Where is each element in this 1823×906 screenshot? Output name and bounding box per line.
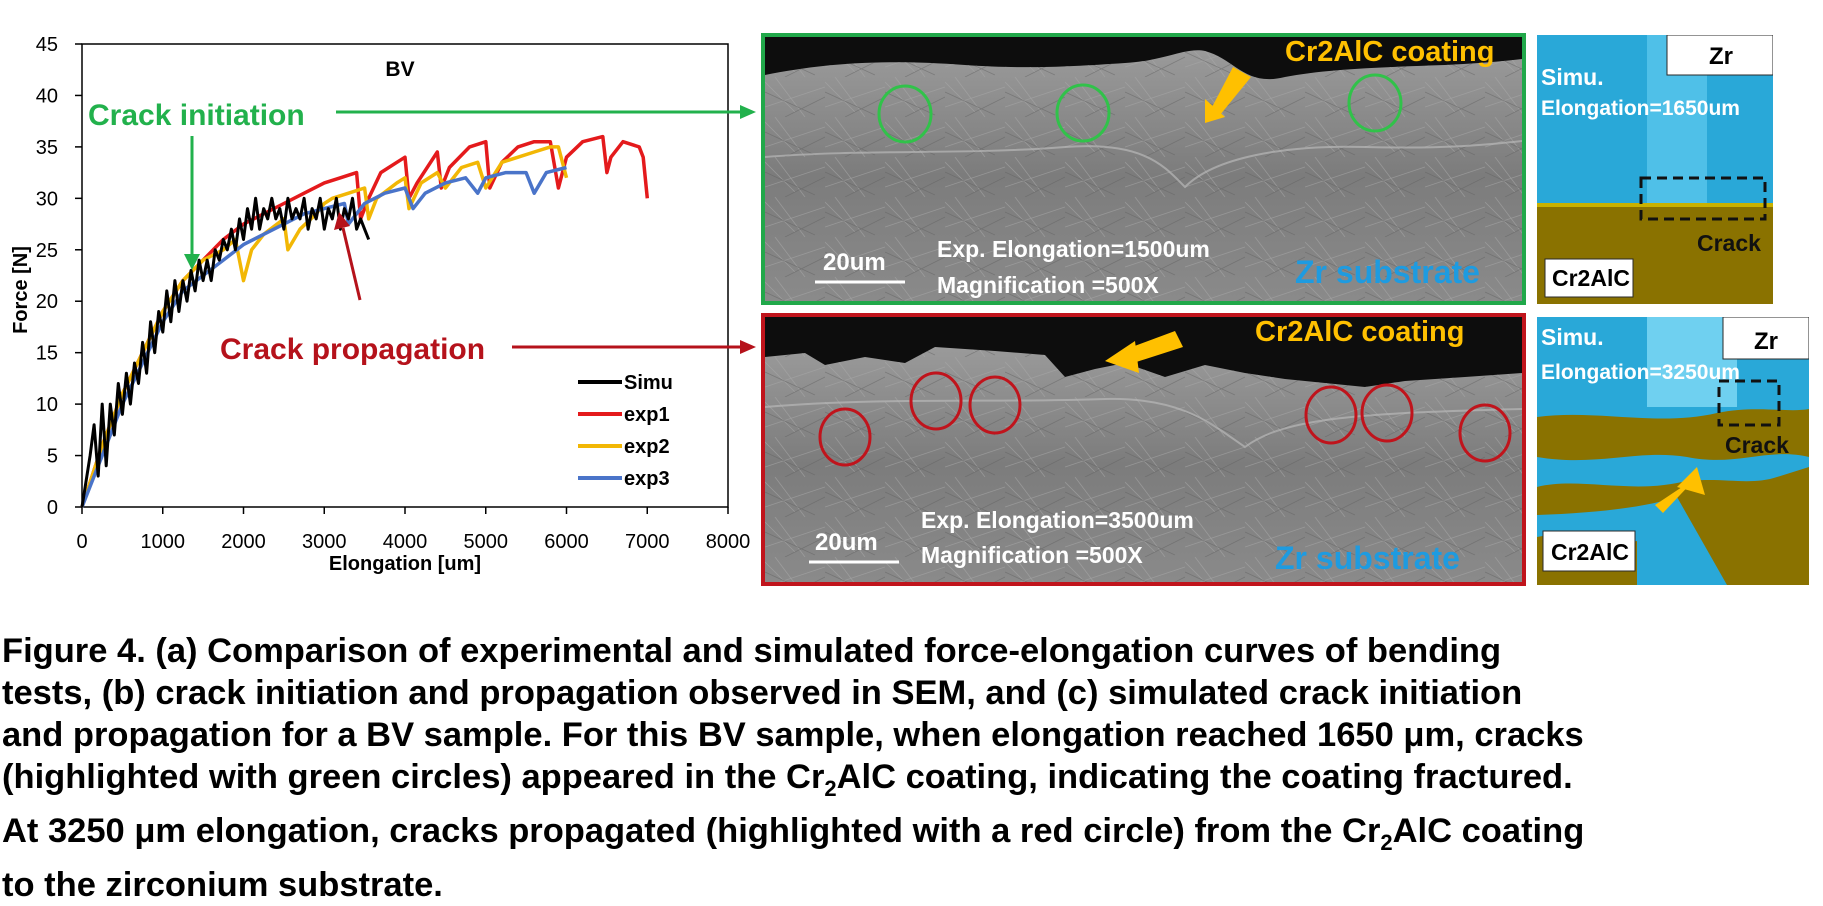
- y-tick-label: 15: [36, 343, 58, 365]
- y-tick-label: 0: [47, 497, 58, 519]
- sim-top-simu-label: Simu.: [1541, 64, 1604, 90]
- series-line-exp1: [80, 134, 650, 508]
- legend-label-exp3: exp3: [624, 468, 670, 490]
- crack-propagation-label: Crack propagation: [220, 333, 485, 366]
- sim-top-graphic: Zr Simu. Elongation=1650um Crack Cr2AlC: [1537, 35, 1773, 304]
- x-tick-label: 6000: [544, 531, 589, 553]
- crack-circle: [909, 371, 963, 431]
- sem-image-top: Cr2AlC coating 20um Exp. Elongation=1500…: [761, 33, 1526, 305]
- legend-label-exp1: exp1: [624, 404, 670, 426]
- sem-bottom-magnification-label: Magnification =500X: [921, 542, 1143, 568]
- sim-bottom-cr2alc-label: Cr2AlC: [1551, 539, 1629, 565]
- sim-bottom-graphic: Zr Simu. Elongation=3250um Crack Cr2AlC: [1537, 317, 1809, 585]
- y-axis-label: Force [N]: [10, 246, 32, 334]
- sim-top-zr-label: Zr: [1709, 43, 1733, 70]
- x-tick-label: 7000: [625, 531, 670, 553]
- figure-caption: Figure 4. (a) Comparison of experimental…: [2, 630, 1814, 906]
- sim-bottom-zr-label: Zr: [1754, 328, 1778, 355]
- crack-propagation-arrowhead: [334, 212, 350, 230]
- sem-top-graphic: Cr2AlC coating 20um Exp. Elongation=1500…: [765, 37, 1522, 301]
- caption-line: Figure 4. (a) Comparison of experimental…: [2, 632, 1502, 670]
- crack-circle: [1055, 83, 1111, 143]
- x-tick-label: 8000: [706, 531, 751, 553]
- caption-line: At 3250 μm elongation, cracks propagated…: [2, 811, 1585, 855]
- force-elongation-chart: 0 5 10 15 20 25 30 35 40 45 0 1000 2000 3000 4000 5000…: [10, 34, 750, 575]
- crack-initiation-label: Crack initiation: [88, 99, 305, 132]
- y-tick-label: 30: [36, 188, 58, 210]
- green-connector-arrowhead: [740, 105, 756, 119]
- crack-box: [1639, 176, 1767, 221]
- sem-top-substrate-label: Zr substrate: [1295, 254, 1480, 290]
- x-axis-label: Elongation [um]: [329, 553, 481, 575]
- crack-box: [1717, 379, 1781, 427]
- crack-circle: [1304, 385, 1358, 445]
- sem-top-coating-label: Cr2AlC coating: [1285, 37, 1494, 68]
- sim-top-crack-label: Crack: [1697, 230, 1761, 256]
- sim-bottom-simu-label: Simu.: [1541, 324, 1604, 350]
- coating-arrowhead: [1105, 341, 1139, 373]
- y-tick-label: 20: [36, 291, 58, 313]
- sem-top-magnification-label: Magnification =500X: [937, 272, 1159, 298]
- y-tick-label: 10: [36, 394, 58, 416]
- connector-arrows: [336, 105, 756, 354]
- sem-bottom-coating-label: Cr2AlC coating: [1255, 317, 1464, 348]
- y-tick-label: 35: [36, 137, 58, 159]
- legend-label-simu: Simu: [624, 372, 673, 394]
- simulation-image-bottom: Zr Simu. Elongation=3250um Crack Cr2AlC: [1537, 317, 1809, 585]
- simulation-image-top: Zr Simu. Elongation=1650um Crack Cr2AlC: [1537, 35, 1773, 304]
- crack-circle: [1458, 403, 1512, 463]
- sem-bottom-elongation-label: Exp. Elongation=3500um: [921, 507, 1194, 533]
- sem-bottom-substrate-label: Zr substrate: [1275, 540, 1460, 576]
- caption-line: (highlighted with green circles) appeare…: [2, 758, 1573, 801]
- caption-line: and propagation for a BV sample. For thi…: [2, 716, 1584, 754]
- crack-initiation-arrowhead: [184, 254, 200, 270]
- x-axis-ticks: 0 1000 2000 3000 4000 5000 6000 7000 8000: [76, 507, 750, 553]
- crack-circle: [968, 375, 1022, 435]
- crack-circle: [877, 84, 933, 144]
- sim-bottom-elongation-label: Elongation=3250um: [1541, 361, 1740, 384]
- coating-arrow: [1211, 67, 1251, 115]
- cr2alc-arrowhead: [1677, 467, 1705, 495]
- legend: Simu exp1 exp2 exp3: [578, 372, 673, 490]
- caption-line: tests, (b) crack initiation and propagat…: [2, 674, 1523, 712]
- caption-line: to the zirconium substrate.: [2, 865, 443, 904]
- sem-top-elongation-label: Exp. Elongation=1500um: [937, 236, 1210, 262]
- y-tick-label: 25: [36, 240, 58, 262]
- y-tick-label: 40: [36, 85, 58, 107]
- sem-bottom-graphic: Cr2AlC coating 20um Exp. Elongation=3500…: [765, 317, 1522, 582]
- y-tick-label: 5: [47, 446, 58, 468]
- x-tick-label: 4000: [383, 531, 428, 553]
- x-tick-label: 2000: [221, 531, 266, 553]
- sem-image-bottom: Cr2AlC coating 20um Exp. Elongation=3500…: [761, 313, 1526, 586]
- series-line-simu: [80, 196, 371, 508]
- crack-circle: [1360, 383, 1414, 443]
- crack-circle: [818, 407, 872, 467]
- y-axis-ticks: 0 5 10 15 20 25 30 35 40 45: [36, 34, 82, 519]
- crack-propagation-arrow: [341, 227, 362, 301]
- x-tick-label: 1000: [141, 531, 186, 553]
- y-tick-label: 45: [36, 34, 58, 56]
- sem-bottom-scale-label: 20um: [815, 529, 878, 556]
- coating-arrowhead: [1205, 99, 1225, 123]
- red-connector-arrowhead: [740, 340, 756, 354]
- chart-title: BV: [385, 58, 414, 81]
- x-tick-label: 0: [76, 531, 87, 553]
- sim-top-cr2alc-label: Cr2AlC: [1552, 265, 1630, 291]
- series-line-exp2: [80, 145, 569, 508]
- legend-label-exp2: exp2: [624, 436, 670, 458]
- sim-top-elongation-label: Elongation=1650um: [1541, 97, 1740, 120]
- sem-top-scale-label: 20um: [823, 249, 886, 276]
- sim-bottom-crack-label: Crack: [1725, 432, 1789, 458]
- crack-circle: [1347, 73, 1403, 133]
- x-tick-label: 5000: [464, 531, 509, 553]
- x-tick-label: 3000: [302, 531, 347, 553]
